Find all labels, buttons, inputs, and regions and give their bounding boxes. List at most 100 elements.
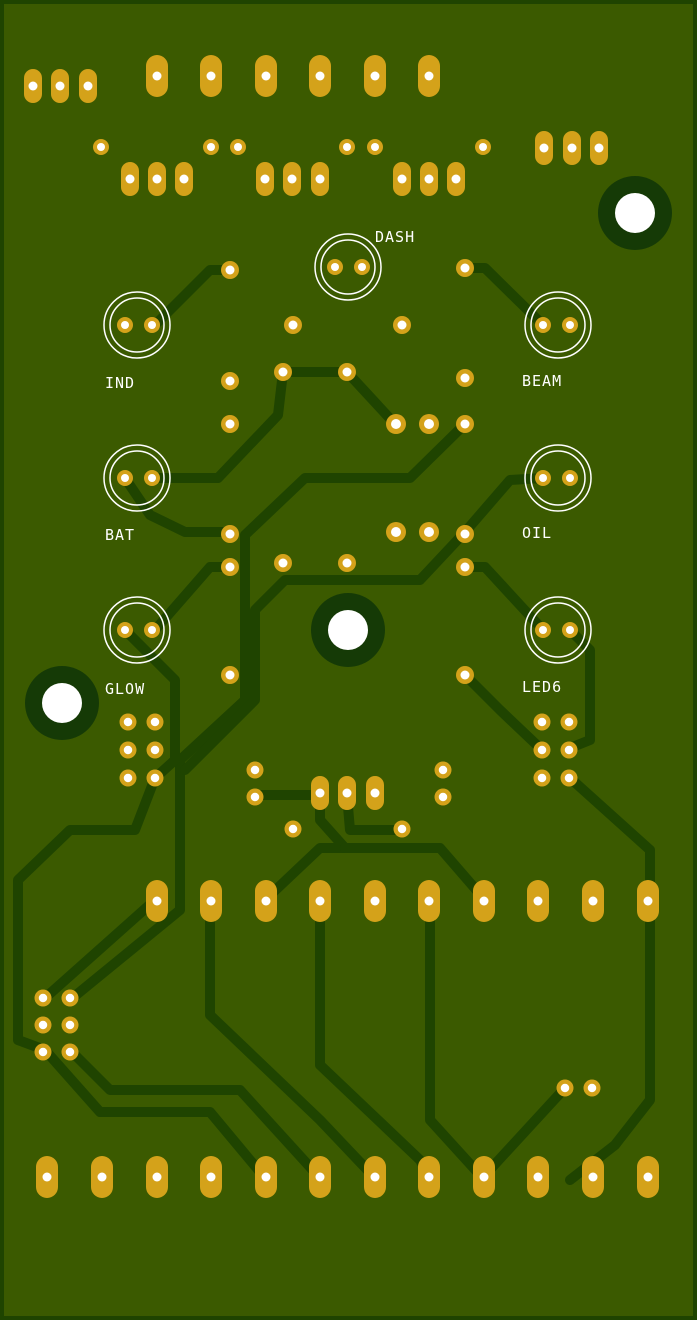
via-pad <box>93 139 109 155</box>
header-grid-pad <box>560 713 578 731</box>
top-right-header-pad <box>535 131 553 165</box>
misc-pad <box>434 761 452 779</box>
top-connector-pad <box>255 55 277 97</box>
resistor-pad <box>456 666 474 684</box>
regulator-pad <box>311 162 329 196</box>
resistor-pad <box>284 316 302 334</box>
via-pad <box>367 139 383 155</box>
pads <box>24 55 659 1198</box>
header-grid-pad <box>34 1016 52 1034</box>
copper-traces <box>13 263 655 1185</box>
bottom-connector-pad <box>418 1156 440 1198</box>
bottom-connector-pad <box>91 1156 113 1198</box>
header-grid-pad <box>560 741 578 759</box>
resistor-pad <box>456 415 474 433</box>
regulator-pad <box>175 162 193 196</box>
middle-connector-pad <box>146 880 168 922</box>
via-pad <box>203 139 219 155</box>
resistor-pad <box>393 316 411 334</box>
label-glow: GLOW <box>105 680 145 698</box>
misc-pad <box>393 820 411 838</box>
transistor-pad <box>419 414 439 434</box>
header-grid-pad <box>560 769 578 787</box>
header-grid-pad <box>146 769 164 787</box>
led-pad <box>144 317 160 333</box>
middle-connector-pad <box>582 880 604 922</box>
middle-connector-pad <box>418 880 440 922</box>
resistor-pad <box>338 554 356 572</box>
led-led6-outline <box>524 596 592 664</box>
label-beam: BEAM <box>522 372 562 390</box>
label-oil: OIL <box>522 524 552 542</box>
bottom-connector-pad <box>36 1156 58 1198</box>
bottom-connector-pad <box>146 1156 168 1198</box>
top-connector-pad <box>309 55 331 97</box>
header-grid-pad <box>533 769 551 787</box>
top-right-header-pad <box>563 131 581 165</box>
middle-connector-pad <box>200 880 222 922</box>
regulator-pad <box>393 162 411 196</box>
misc-pad <box>583 1079 601 1097</box>
silkscreen-labels: DASH IND BEAM BAT OIL GLOW LED6 <box>105 228 562 698</box>
middle-connector-pad <box>309 880 331 922</box>
led-pad <box>117 470 133 486</box>
label-dash: DASH <box>375 228 415 246</box>
regulator-pad <box>420 162 438 196</box>
led-bat-outline <box>103 444 171 512</box>
led-pad <box>144 470 160 486</box>
resistor-pad <box>456 369 474 387</box>
label-bat: BAT <box>105 526 135 544</box>
resistor-pad <box>456 525 474 543</box>
led-oil-outline <box>524 444 592 512</box>
led-pad <box>144 622 160 638</box>
top-left-header-pad <box>79 69 97 103</box>
resistor-pad <box>221 261 239 279</box>
via-pad <box>230 139 246 155</box>
misc-pad <box>284 820 302 838</box>
regulator-pad <box>148 162 166 196</box>
regulator-pad <box>256 162 274 196</box>
header-grid-pad <box>533 741 551 759</box>
led-dash-outline <box>314 233 382 301</box>
resistor-pad <box>456 259 474 277</box>
header-grid-pad <box>119 713 137 731</box>
top-connector-pad <box>418 55 440 97</box>
top-right-header-pad <box>590 131 608 165</box>
bottom-connector-pad <box>637 1156 659 1198</box>
header-grid-pad <box>61 1016 79 1034</box>
middle-connector-pad <box>527 880 549 922</box>
middle-connector-pad <box>364 880 386 922</box>
bottom-connector-pad <box>473 1156 495 1198</box>
regulator-pad <box>283 162 301 196</box>
resistor-pad <box>221 415 239 433</box>
misc-pad <box>556 1079 574 1097</box>
resistor-pad <box>338 363 356 381</box>
bottom-connector-pad <box>364 1156 386 1198</box>
mounting-holes <box>25 176 672 740</box>
transistor-pad <box>386 522 406 542</box>
center-ic-pad <box>311 776 329 810</box>
transistor-pad <box>419 522 439 542</box>
top-left-header-pad <box>24 69 42 103</box>
resistor-pad <box>274 363 292 381</box>
resistor-pad <box>221 525 239 543</box>
led-pad <box>562 622 578 638</box>
resistor-pad <box>456 558 474 576</box>
led-beam-outline <box>524 291 592 359</box>
header-grid-pad <box>119 769 137 787</box>
regulator-pad <box>447 162 465 196</box>
label-led6: LED6 <box>522 678 562 696</box>
header-grid-pad <box>61 1043 79 1061</box>
led-pad <box>562 317 578 333</box>
middle-connector-pad <box>637 880 659 922</box>
resistor-pad <box>274 554 292 572</box>
led-pad <box>327 259 343 275</box>
led-pad <box>117 622 133 638</box>
led-glow-outline <box>103 596 171 664</box>
misc-pad <box>246 788 264 806</box>
top-connector-pad <box>364 55 386 97</box>
middle-connector-pad <box>473 880 495 922</box>
top-connector-pad <box>200 55 222 97</box>
bottom-connector-pad <box>255 1156 277 1198</box>
